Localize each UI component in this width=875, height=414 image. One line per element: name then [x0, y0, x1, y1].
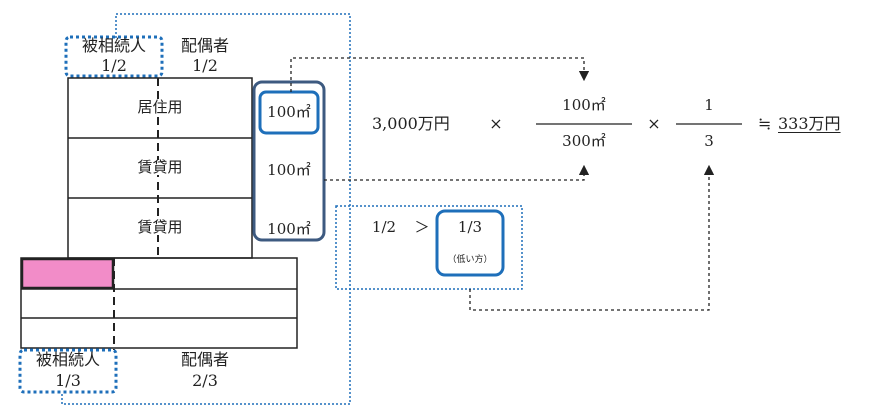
decedent-label-bottom: 被相続人 [35, 350, 101, 369]
spouse-share-bottom: 2/3 [192, 371, 218, 390]
arrow-to-denominator [324, 164, 590, 181]
residential-area-highlight [258, 90, 320, 135]
formula-approx: ≒ [758, 114, 772, 133]
comparison-box [335, 205, 523, 290]
decedent-top-box [64, 35, 164, 78]
comparison-operator: ＞ [414, 218, 430, 236]
spouse-label-top: 配偶者 [180, 36, 230, 55]
formula-result: 333万円 [778, 114, 841, 133]
decedent-share-top: 1/2 [101, 56, 127, 75]
floor-2-use: 賃貸用 [136, 158, 184, 176]
comparison-note: （低い方） [447, 255, 493, 265]
spouse-share-top: 1/2 [192, 56, 218, 75]
comparison-right: 1/3 [457, 218, 483, 236]
floor-1-use: 居住用 [136, 98, 184, 116]
floor-2-area: 100㎡ [267, 161, 311, 179]
arrow-to-numerator [290, 57, 590, 92]
decedent-label-top: 被相続人 [81, 36, 147, 55]
formula-fraction-numerator: 1 [704, 96, 714, 114]
formula-numerator: 100㎡ [562, 96, 606, 114]
formula-times-2: × [647, 114, 661, 133]
floor-3-area: 100㎡ [267, 220, 311, 238]
dotted-connector-outer [61, 13, 351, 405]
lower-share-highlight [435, 209, 505, 277]
comparison-left: 1/2 [371, 218, 397, 236]
formula-denominator: 300㎡ [562, 132, 606, 150]
area-column-box [252, 80, 326, 242]
decedent-share-bottom: 1/3 [55, 371, 81, 390]
highlight-cell [20, 257, 115, 290]
floor-1-area: 100㎡ [267, 103, 311, 121]
formula-amount: 3,000万円 [372, 114, 450, 133]
formula-times-1: × [489, 114, 503, 133]
floor-3-use: 賃貸用 [136, 218, 184, 236]
arrow-to-fraction [469, 164, 715, 311]
spouse-label-bottom: 配偶者 [180, 350, 230, 369]
decedent-bottom-box [18, 348, 118, 394]
formula-fraction-denominator: 3 [704, 132, 714, 150]
